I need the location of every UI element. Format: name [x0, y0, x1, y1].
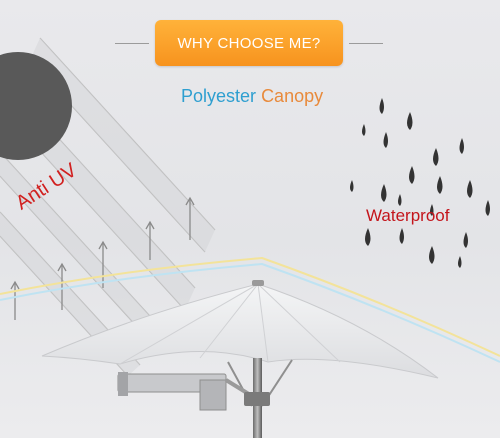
umbrella-canopy — [41, 280, 439, 379]
canopy-material-word-2: Canopy — [261, 86, 324, 106]
canopy-material-word-1: Polyester — [181, 86, 257, 106]
raindrop-icons — [350, 98, 490, 268]
uv-arrows — [10, 196, 195, 320]
canopy-glow-lines — [0, 256, 500, 363]
canopy-material-label: Polyester Canopy — [181, 86, 323, 107]
sun-icon — [0, 52, 72, 160]
umbrella-pole-and-mount — [117, 358, 293, 438]
waterproof-label: Waterproof — [366, 206, 450, 225]
why-choose-me-banner: WHY CHOOSE ME? — [115, 20, 383, 66]
banner-text: WHY CHOOSE ME? — [177, 34, 321, 52]
